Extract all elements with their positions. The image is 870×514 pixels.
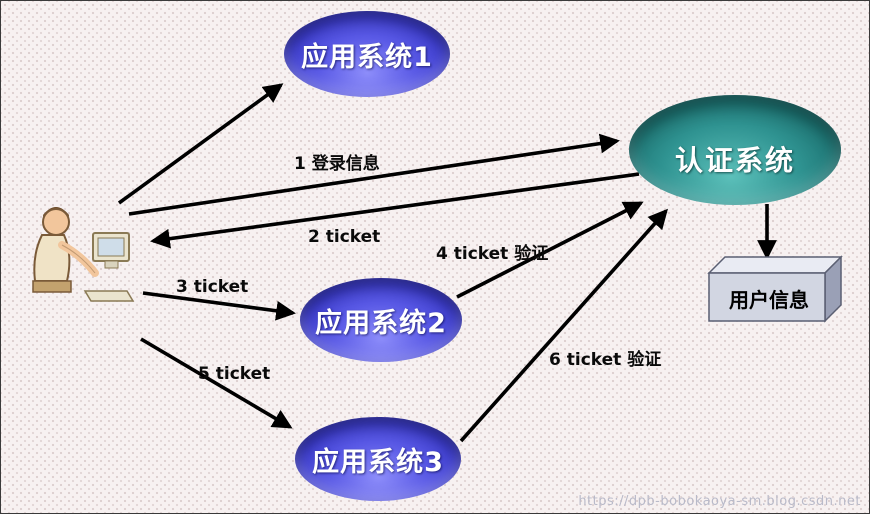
edge-label-ticket-2: 2 ticket (308, 227, 381, 247)
arrow-user-to-app2 (142, 291, 296, 321)
arrow-app3-to-auth (459, 208, 668, 443)
node-auth-system-label: 认证系统 (674, 144, 795, 177)
node-app-system-1: 应用系统1 (284, 11, 450, 97)
edge-label-ticket-3: 3 ticket (176, 277, 249, 297)
edge-label-login: 1 登录信息 (294, 154, 380, 174)
user-at-computer-icon (32, 207, 135, 302)
arrow-user-to-auth-login (128, 133, 620, 216)
edge-label-ticket-5: 5 ticket (198, 364, 271, 384)
arrow-app2-to-auth (456, 201, 644, 299)
arrow-auth-to-user-ticket (150, 172, 640, 249)
node-app-system-3: 应用系统3 (295, 417, 461, 501)
edge-label-verify-4: 4 ticket 验证 (436, 244, 549, 264)
node-app-system-3-label: 应用系统3 (312, 446, 444, 478)
node-user-info-label: 用户信息 (729, 288, 809, 312)
arrow-user-to-app1 (117, 83, 284, 205)
arrow-user-to-app3 (140, 337, 293, 429)
node-app-system-2-label: 应用系统2 (315, 307, 447, 339)
edge-label-verify-6: 6 ticket 验证 (549, 350, 662, 370)
node-auth-system: 认证系统 (629, 95, 841, 205)
watermark-url: https://dpb-bobokaoya-sm.blog.csdn.net (578, 494, 861, 509)
node-app-system-2: 应用系统2 (300, 278, 462, 362)
node-user-info-box (707, 255, 843, 323)
node-app-system-1-label: 应用系统1 (301, 41, 433, 73)
